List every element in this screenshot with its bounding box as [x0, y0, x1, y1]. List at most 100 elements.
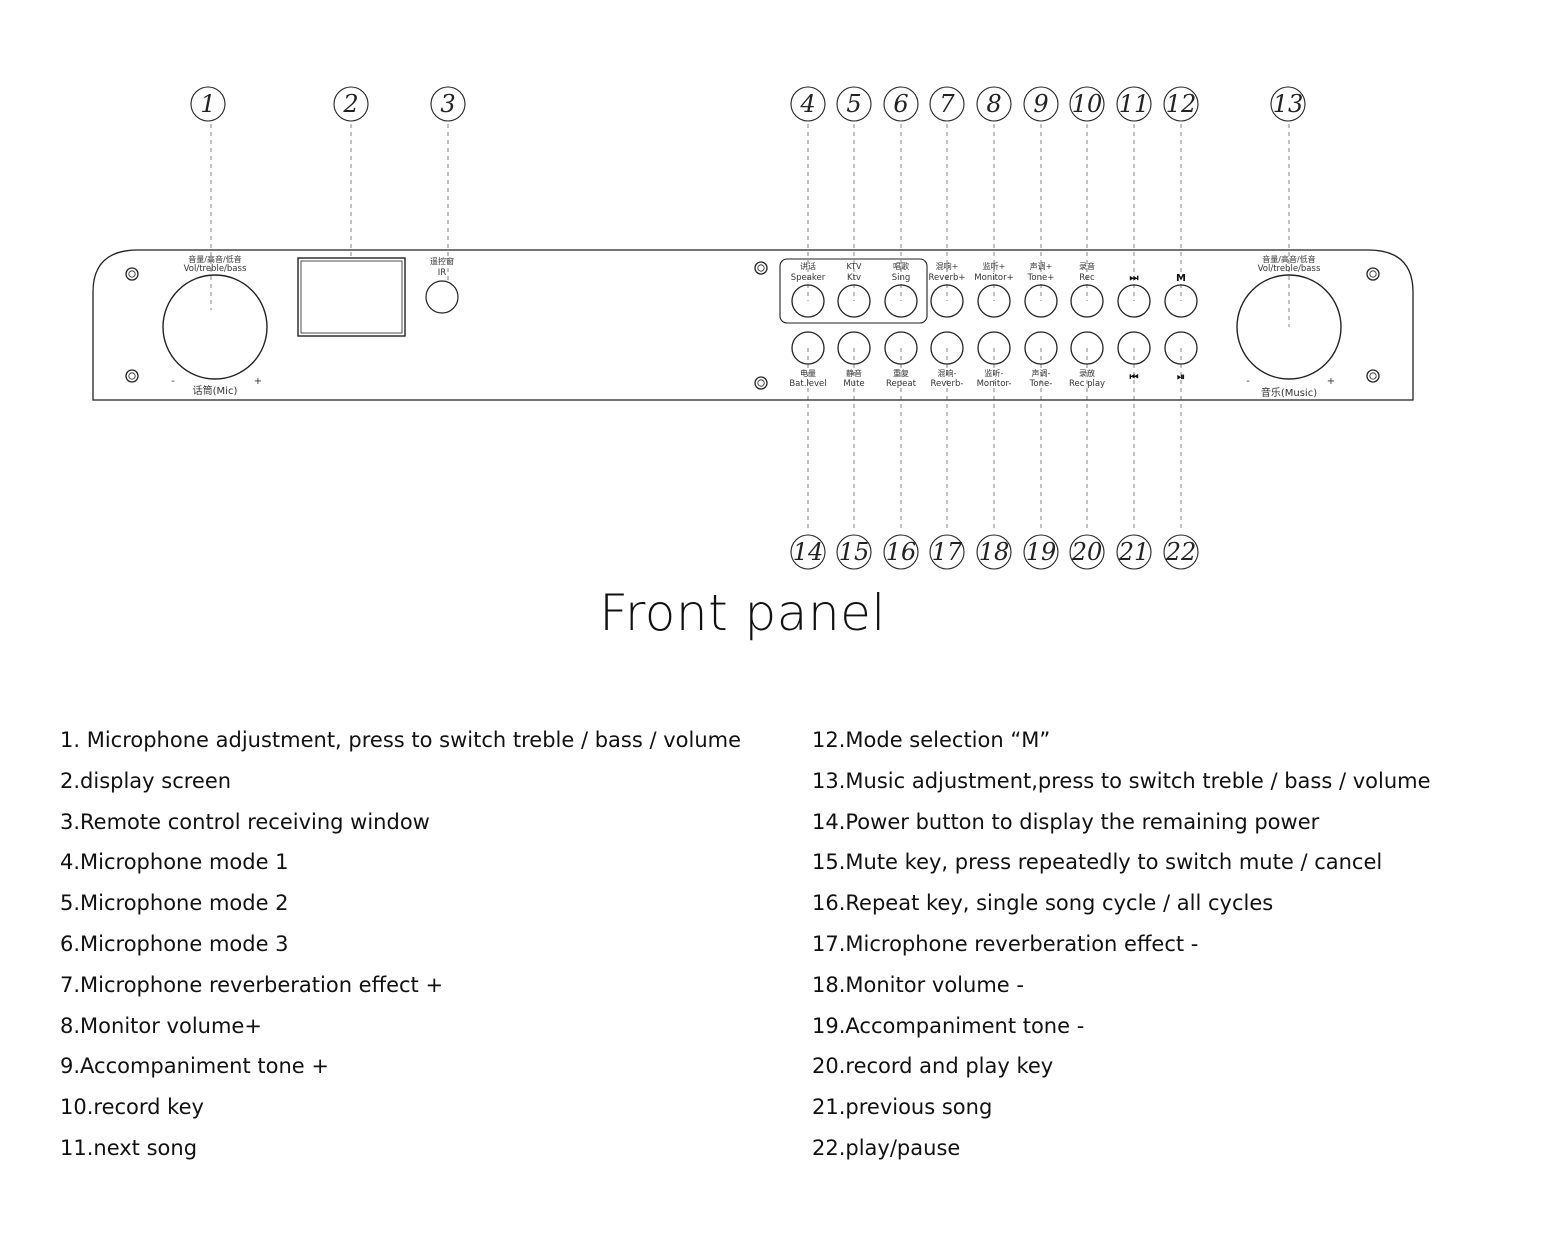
callout-9-circle — [1023, 86, 1059, 122]
bottom-button-5[interactable] — [977, 331, 1011, 365]
screw-hole-5 — [1366, 267, 1380, 281]
top-button-8[interactable] — [1117, 284, 1151, 318]
bottom-button-4[interactable] — [930, 331, 964, 365]
mic-knob[interactable] — [162, 274, 268, 380]
top-button-3[interactable] — [884, 284, 918, 318]
top-button-4[interactable] — [930, 284, 964, 318]
leader-lines — [210, 124, 1290, 532]
top-button-5-label: Monitor+ — [974, 273, 1013, 283]
callout-1-circle — [190, 86, 226, 122]
callout-1: 1 — [200, 90, 215, 118]
bottom-button-2-label: Mute — [843, 379, 864, 389]
legend-item: 16.Repeat key, single song cycle / all c… — [812, 891, 1274, 916]
bottom-button-3-label-cn: 重复 — [893, 368, 909, 378]
ir-window — [425, 280, 459, 314]
callout-9: 9 — [1033, 90, 1048, 118]
music-knob-minus: - — [1246, 376, 1250, 387]
legend-item: 19.Accompaniment tone - — [812, 1013, 1085, 1038]
top-button-6[interactable] — [1024, 284, 1058, 318]
legend-item: 1. Microphone adjustment, press to switc… — [60, 728, 742, 752]
screw-hole-6 — [1366, 369, 1380, 383]
screw-holes — [125, 261, 1380, 390]
callout-19-circle — [1023, 534, 1059, 570]
music-knob-label-cn: 音量/高音/低音 — [1262, 254, 1315, 264]
legend-item: 11.next song — [60, 1135, 198, 1160]
bottom-button-4-label: Reverb- — [931, 379, 964, 389]
screw-hole-5-inner — [1369, 270, 1377, 278]
top-button-2[interactable] — [837, 284, 871, 318]
callout-21: 21 — [1118, 538, 1150, 566]
legend-item: 9.Accompaniment tone + — [60, 1054, 329, 1079]
bottom-button-7-label-cn: 录放 — [1079, 368, 1095, 378]
callout-13-circle — [1270, 86, 1306, 122]
callout-18-circle — [976, 534, 1012, 570]
legend-item: 20.record and play key — [812, 1054, 1054, 1079]
diagram-title: Front panel — [599, 584, 886, 642]
legend-item: 21.previous song — [812, 1095, 993, 1120]
callout-3-circle — [430, 86, 466, 122]
legend-right-column: 12.Mode selection “M”13.Music adjustment… — [812, 720, 1431, 1169]
bottom-button-8-label: ⏮ — [1130, 372, 1139, 383]
callout-8-circle — [976, 86, 1012, 122]
music-knob[interactable] — [1236, 274, 1342, 380]
top-button-1-label-cn: 讲话 — [800, 261, 816, 271]
screw-hole-2-inner — [128, 372, 136, 380]
legend-item: 10.record key — [60, 1095, 204, 1120]
top-button-1[interactable] — [791, 284, 825, 318]
bottom-button-7-label: Rec play — [1069, 379, 1105, 389]
bottom-button-9-label: ⏯ — [1177, 372, 1185, 383]
top-button-7[interactable] — [1070, 284, 1104, 318]
callout-17-circle — [929, 534, 965, 570]
legend-item: 13.Music adjustment,press to switch treb… — [812, 768, 1431, 793]
callout-13: 13 — [1273, 90, 1304, 118]
top-button-4-label-cn: 混响+ — [936, 261, 959, 271]
callout-7-circle — [929, 86, 965, 122]
mic-knob-bottom-label: 话筒(Mic) — [193, 384, 238, 397]
top-button-6-label: Tone+ — [1027, 273, 1055, 283]
bottom-button-7[interactable] — [1070, 331, 1104, 365]
bottom-button-9[interactable] — [1164, 331, 1198, 365]
callout-21-circle — [1116, 534, 1152, 570]
bottom-button-8[interactable] — [1117, 331, 1151, 365]
callout-10: 10 — [1072, 90, 1103, 118]
callout-2: 2 — [342, 90, 358, 118]
panel-buttons: 讲话SpeakerKTVKtv唱歌Sing混响+Reverb+监听+Monito… — [789, 261, 1198, 389]
callout-22-circle — [1163, 534, 1199, 570]
callout-11: 11 — [1119, 90, 1150, 118]
top-button-5[interactable] — [977, 284, 1011, 318]
legend-item: 14.Power button to display the remaining… — [812, 809, 1320, 834]
music-knob-plus: + — [1327, 376, 1335, 387]
bottom-button-6-label: Tone- — [1029, 379, 1053, 389]
bottom-button-5-label: Monitor- — [977, 379, 1012, 389]
legend-item: 5.Microphone mode 2 — [60, 891, 289, 916]
legend-item: 22.play/pause — [812, 1135, 961, 1160]
bottom-button-3-label: Repeat — [886, 379, 917, 389]
screw-hole-3-inner — [757, 264, 765, 272]
callout-14: 14 — [793, 538, 824, 566]
callout-5-circle — [836, 86, 872, 122]
callout-20: 20 — [1071, 538, 1103, 566]
mic-knob-label-cn: 音量/高音/低音 — [188, 254, 241, 264]
top-button-1-label: Speaker — [791, 273, 826, 283]
front-panel-diagram: 遥控窗 IR 音量/高音/低音 Vol/treble/bass - + 话筒(M… — [92, 86, 1414, 570]
bottom-button-6[interactable] — [1024, 331, 1058, 365]
mic-knob-label-en: Vol/treble/bass — [184, 264, 247, 274]
mic-knob-minus: - — [171, 376, 175, 387]
callout-7: 7 — [939, 90, 955, 118]
callout-16-circle — [883, 534, 919, 570]
screw-hole-1-inner — [128, 270, 136, 278]
bottom-button-3[interactable] — [884, 331, 918, 365]
bottom-button-1[interactable] — [791, 331, 825, 365]
top-button-9[interactable] — [1164, 284, 1198, 318]
ir-label-en: IR — [438, 268, 447, 278]
callout-15: 15 — [839, 538, 870, 566]
screw-hole-1 — [125, 267, 139, 281]
top-button-7-label-cn: 录音 — [1079, 261, 1095, 271]
top-button-8-label: ⏭ — [1130, 273, 1139, 284]
mic-knob-plus: + — [254, 376, 262, 387]
bottom-button-6-label-cn: 声调- — [1032, 368, 1051, 378]
ir-label-cn: 遥控窗 — [430, 256, 454, 266]
bottom-button-2[interactable] — [837, 331, 871, 365]
callout-6-circle — [883, 86, 919, 122]
